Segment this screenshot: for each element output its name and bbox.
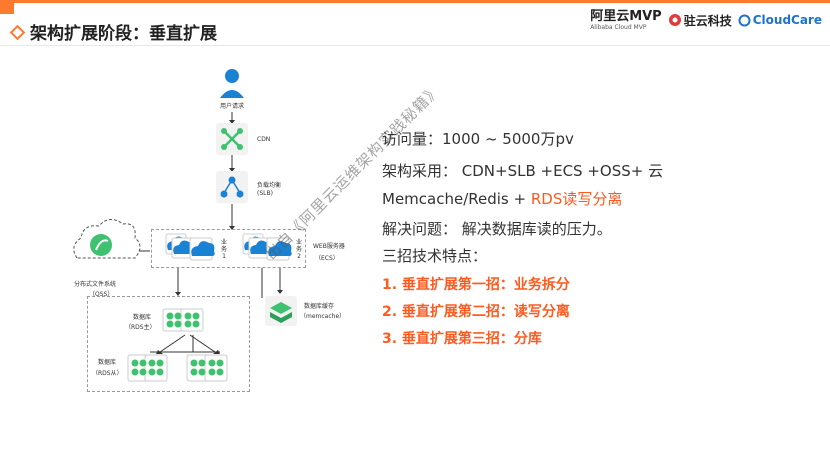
slb-label-2: (SLB) — [257, 190, 273, 197]
biz1-char: 1 — [222, 253, 226, 260]
biz1-char: 务 — [221, 246, 228, 253]
db-slave-label-1: 数据库 — [98, 359, 117, 366]
rds-highlight: RDS读写分离 — [530, 190, 623, 208]
page-title: 架构扩展阶段：垂直扩展 — [30, 24, 217, 44]
web-label-1: WEB服务器 — [313, 243, 345, 250]
cache-label-2: （memcache） — [300, 313, 346, 320]
biz2-char: 业 — [296, 239, 303, 246]
features-heading: 三招技术特点： — [382, 247, 488, 265]
top-accent-bar — [0, 0, 830, 3]
brand-logos: 阿里云MVP Alibaba Cloud MVP 驻云科技 CloudCare — [590, 6, 822, 34]
biz2-char: 2 — [297, 253, 301, 260]
corner-tab — [0, 0, 14, 14]
oss-label-1: 分布式文件系统 — [74, 281, 117, 288]
db-master-label-1: 数据库 — [133, 314, 152, 321]
feature-item-1: 1. 垂直扩展第一招：业务拆分 — [382, 277, 570, 293]
feature-item-2: 2. 垂直扩展第二招：读写分离 — [382, 304, 570, 320]
problem-line: 解决问题： 解决数据库读的压力。 — [382, 220, 612, 238]
cloudcare-icon — [738, 14, 751, 26]
cloudcare-logo: CloudCare — [738, 13, 822, 27]
aliyun-mvp-logo: 阿里云MVP Alibaba Cloud MVP — [590, 10, 662, 31]
header-divider — [0, 45, 830, 46]
cloudcare-text: CloudCare — [752, 13, 822, 27]
architecture-line: 架构采用： CDN+SLB +ECS +OSS+ 云 — [382, 162, 664, 180]
rds-slave-icons — [127, 354, 228, 382]
db-master-label-2: （RDS主） — [125, 324, 156, 331]
zhuyun-logo: 驻云科技 — [668, 12, 732, 29]
rds-master-icon — [162, 308, 204, 332]
slb-icon — [216, 171, 248, 203]
web-label-2: （ECS） — [315, 255, 339, 262]
zhuyun-text: 驻云科技 — [683, 13, 732, 28]
traffic-line: 访问量：1000 ~ 5000万pv — [382, 130, 574, 148]
zhuyun-icon — [668, 14, 681, 26]
ecs-icons — [165, 233, 292, 261]
feature-item-3: 3. 垂直扩展第三招：分库 — [382, 331, 542, 347]
user-label: 用户请求 — [220, 103, 245, 110]
mvp-title: 阿里云MVP — [590, 8, 662, 24]
architecture-line-cont: Memcache/Redis + RDS读写分离 — [382, 188, 622, 209]
slb-label-1: 负载均衡 — [257, 182, 282, 189]
cache-label-1: 数据库缓存 — [304, 303, 335, 310]
user-icon — [220, 69, 244, 98]
memcache-icon — [265, 296, 297, 326]
oss-cloud-icon — [73, 219, 141, 259]
biz2-char: 务 — [296, 246, 303, 253]
biz1-char: 业 — [221, 239, 228, 246]
database-group-box — [87, 296, 250, 392]
mvp-subtitle: Alibaba Cloud MVP — [590, 23, 647, 31]
biz2-label: 业 务 2 — [296, 239, 302, 260]
cdn-label: CDN — [257, 136, 271, 143]
ecs-group-box — [151, 229, 306, 268]
db-slave-label-2: （RDS从） — [92, 370, 123, 377]
memcache-text: Memcache/Redis + — [382, 190, 531, 208]
biz1-label: 业 务 1 — [221, 239, 227, 260]
cdn-icon — [216, 123, 248, 155]
oss-label-2: （OSS） — [89, 291, 114, 298]
